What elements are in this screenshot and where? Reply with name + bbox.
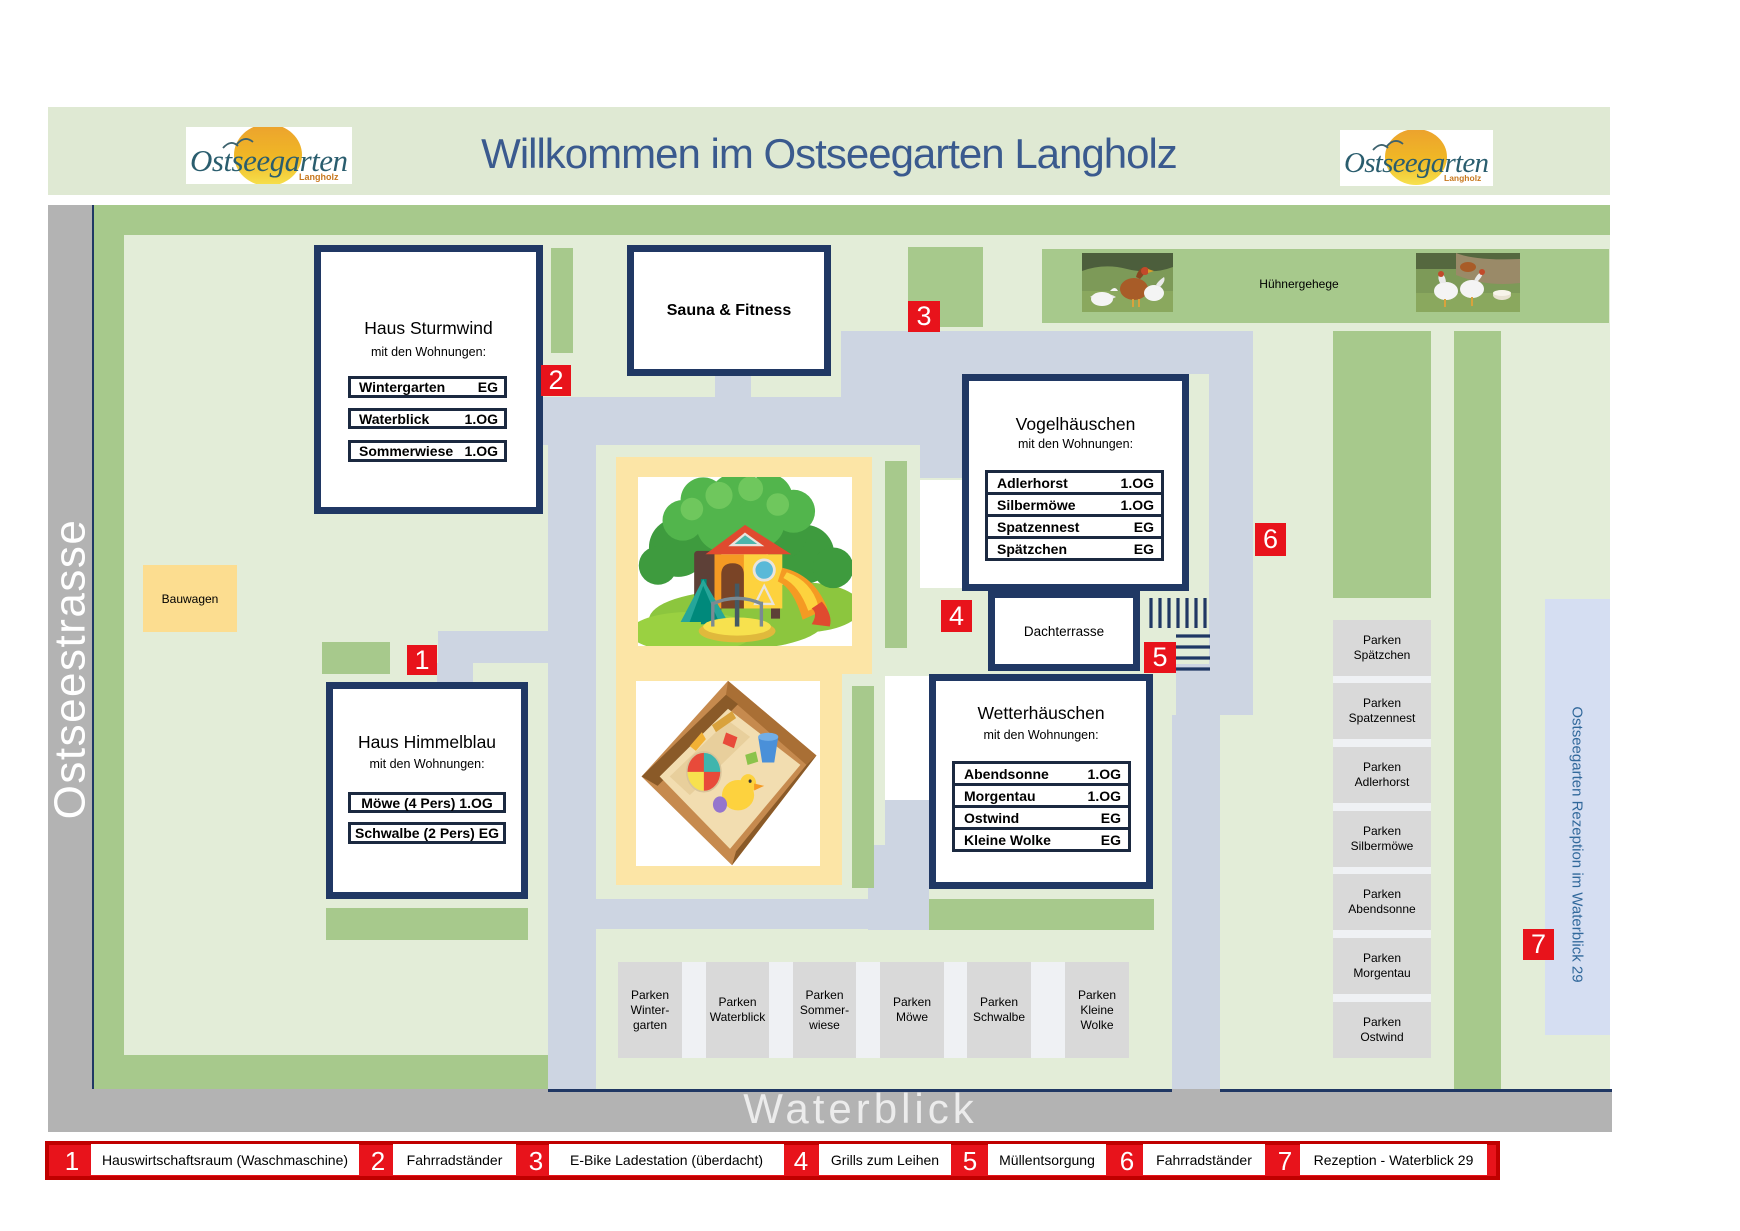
svg-text:Ostseegarten: Ostseegarten <box>190 143 348 178</box>
svg-text:Langholz: Langholz <box>299 172 339 182</box>
svg-text:Langholz: Langholz <box>1444 173 1481 183</box>
svg-text:Ostseegarten: Ostseegarten <box>1344 147 1489 179</box>
